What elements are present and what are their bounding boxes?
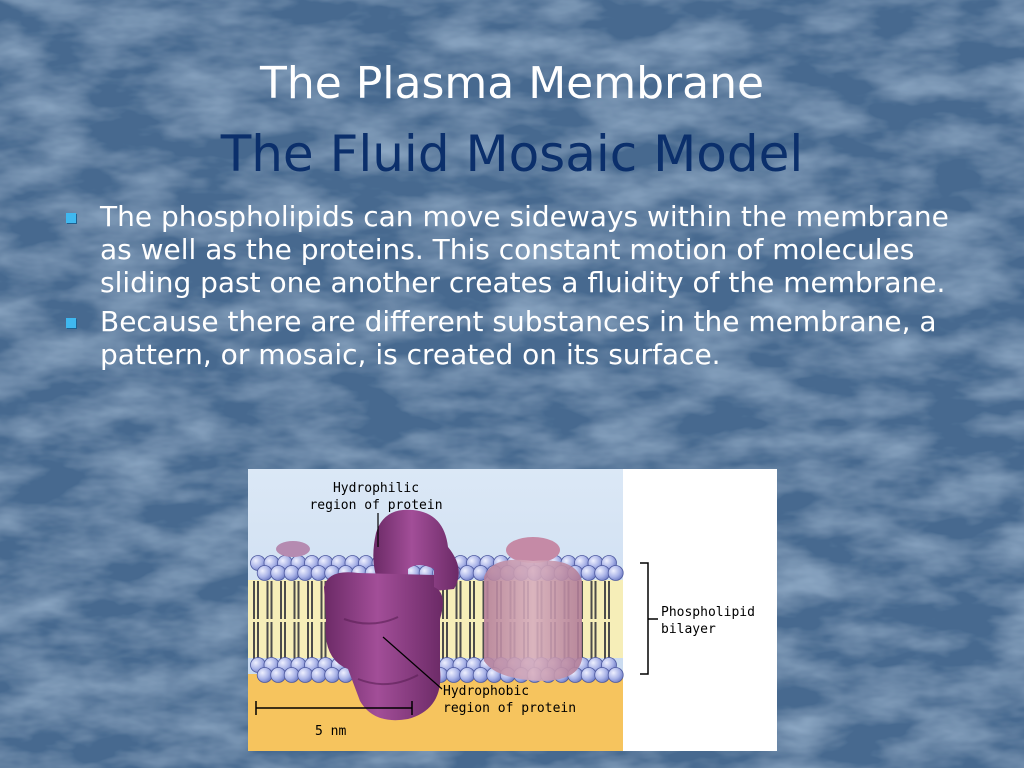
lipid-head	[256, 667, 273, 683]
lipid-head	[297, 565, 314, 581]
transmembrane-protein	[324, 509, 459, 721]
lipid-head	[607, 667, 624, 683]
scale-label: 5 nm	[315, 724, 346, 739]
lipid-head	[297, 667, 314, 683]
hydrophobic-pointer	[382, 636, 443, 690]
lipid-head	[580, 565, 597, 581]
lipid-head	[459, 667, 476, 683]
square-bullet-icon	[66, 213, 76, 223]
lipid-head	[594, 667, 611, 683]
bilayer-bracket	[640, 562, 649, 675]
hydrophilic-label-line1: Hydrophilic	[333, 481, 419, 496]
phospholipid-label-line1: Phospholipid	[661, 605, 755, 620]
phospholipid-label-line2: bilayer	[661, 622, 716, 637]
lipid-head	[445, 667, 462, 683]
transmembrane-protein-light	[484, 537, 582, 681]
lipid-head	[256, 565, 273, 581]
lipid-head	[310, 565, 327, 581]
slide-subtitle: The Fluid Mosaic Model	[220, 125, 804, 183]
bullet-item: The phospholipids can move sideways with…	[62, 200, 972, 299]
hydrophobic-label-line2: region of protein	[443, 701, 576, 716]
scale-bar	[255, 701, 413, 715]
lipid-head	[283, 667, 300, 683]
lipid-head	[459, 565, 476, 581]
lipid-head	[310, 667, 327, 683]
hydrophobic-label-line1: Hydrophobic	[443, 684, 529, 699]
bullet-text: Because there are different substances i…	[100, 305, 937, 371]
bullet-list: The phospholipids can move sideways with…	[62, 200, 972, 377]
lipid-head	[283, 565, 300, 581]
square-bullet-icon	[66, 318, 76, 328]
lipid-head	[580, 667, 597, 683]
lipid-head	[472, 667, 489, 683]
peripheral-protein	[276, 541, 310, 557]
lipid-head	[270, 667, 287, 683]
lipid-head	[270, 565, 287, 581]
slide-title: The Plasma Membrane	[259, 58, 765, 109]
hydrophilic-label-line2: region of protein	[309, 498, 442, 513]
bullet-text: The phospholipids can move sideways with…	[100, 200, 949, 299]
lipid-head	[594, 565, 611, 581]
lipid-head	[324, 667, 341, 683]
lipid-head	[607, 565, 624, 581]
bullet-item: Because there are different substances i…	[62, 305, 972, 371]
membrane-diagram: Hydrophilic region of protein Phospholip…	[248, 469, 777, 751]
